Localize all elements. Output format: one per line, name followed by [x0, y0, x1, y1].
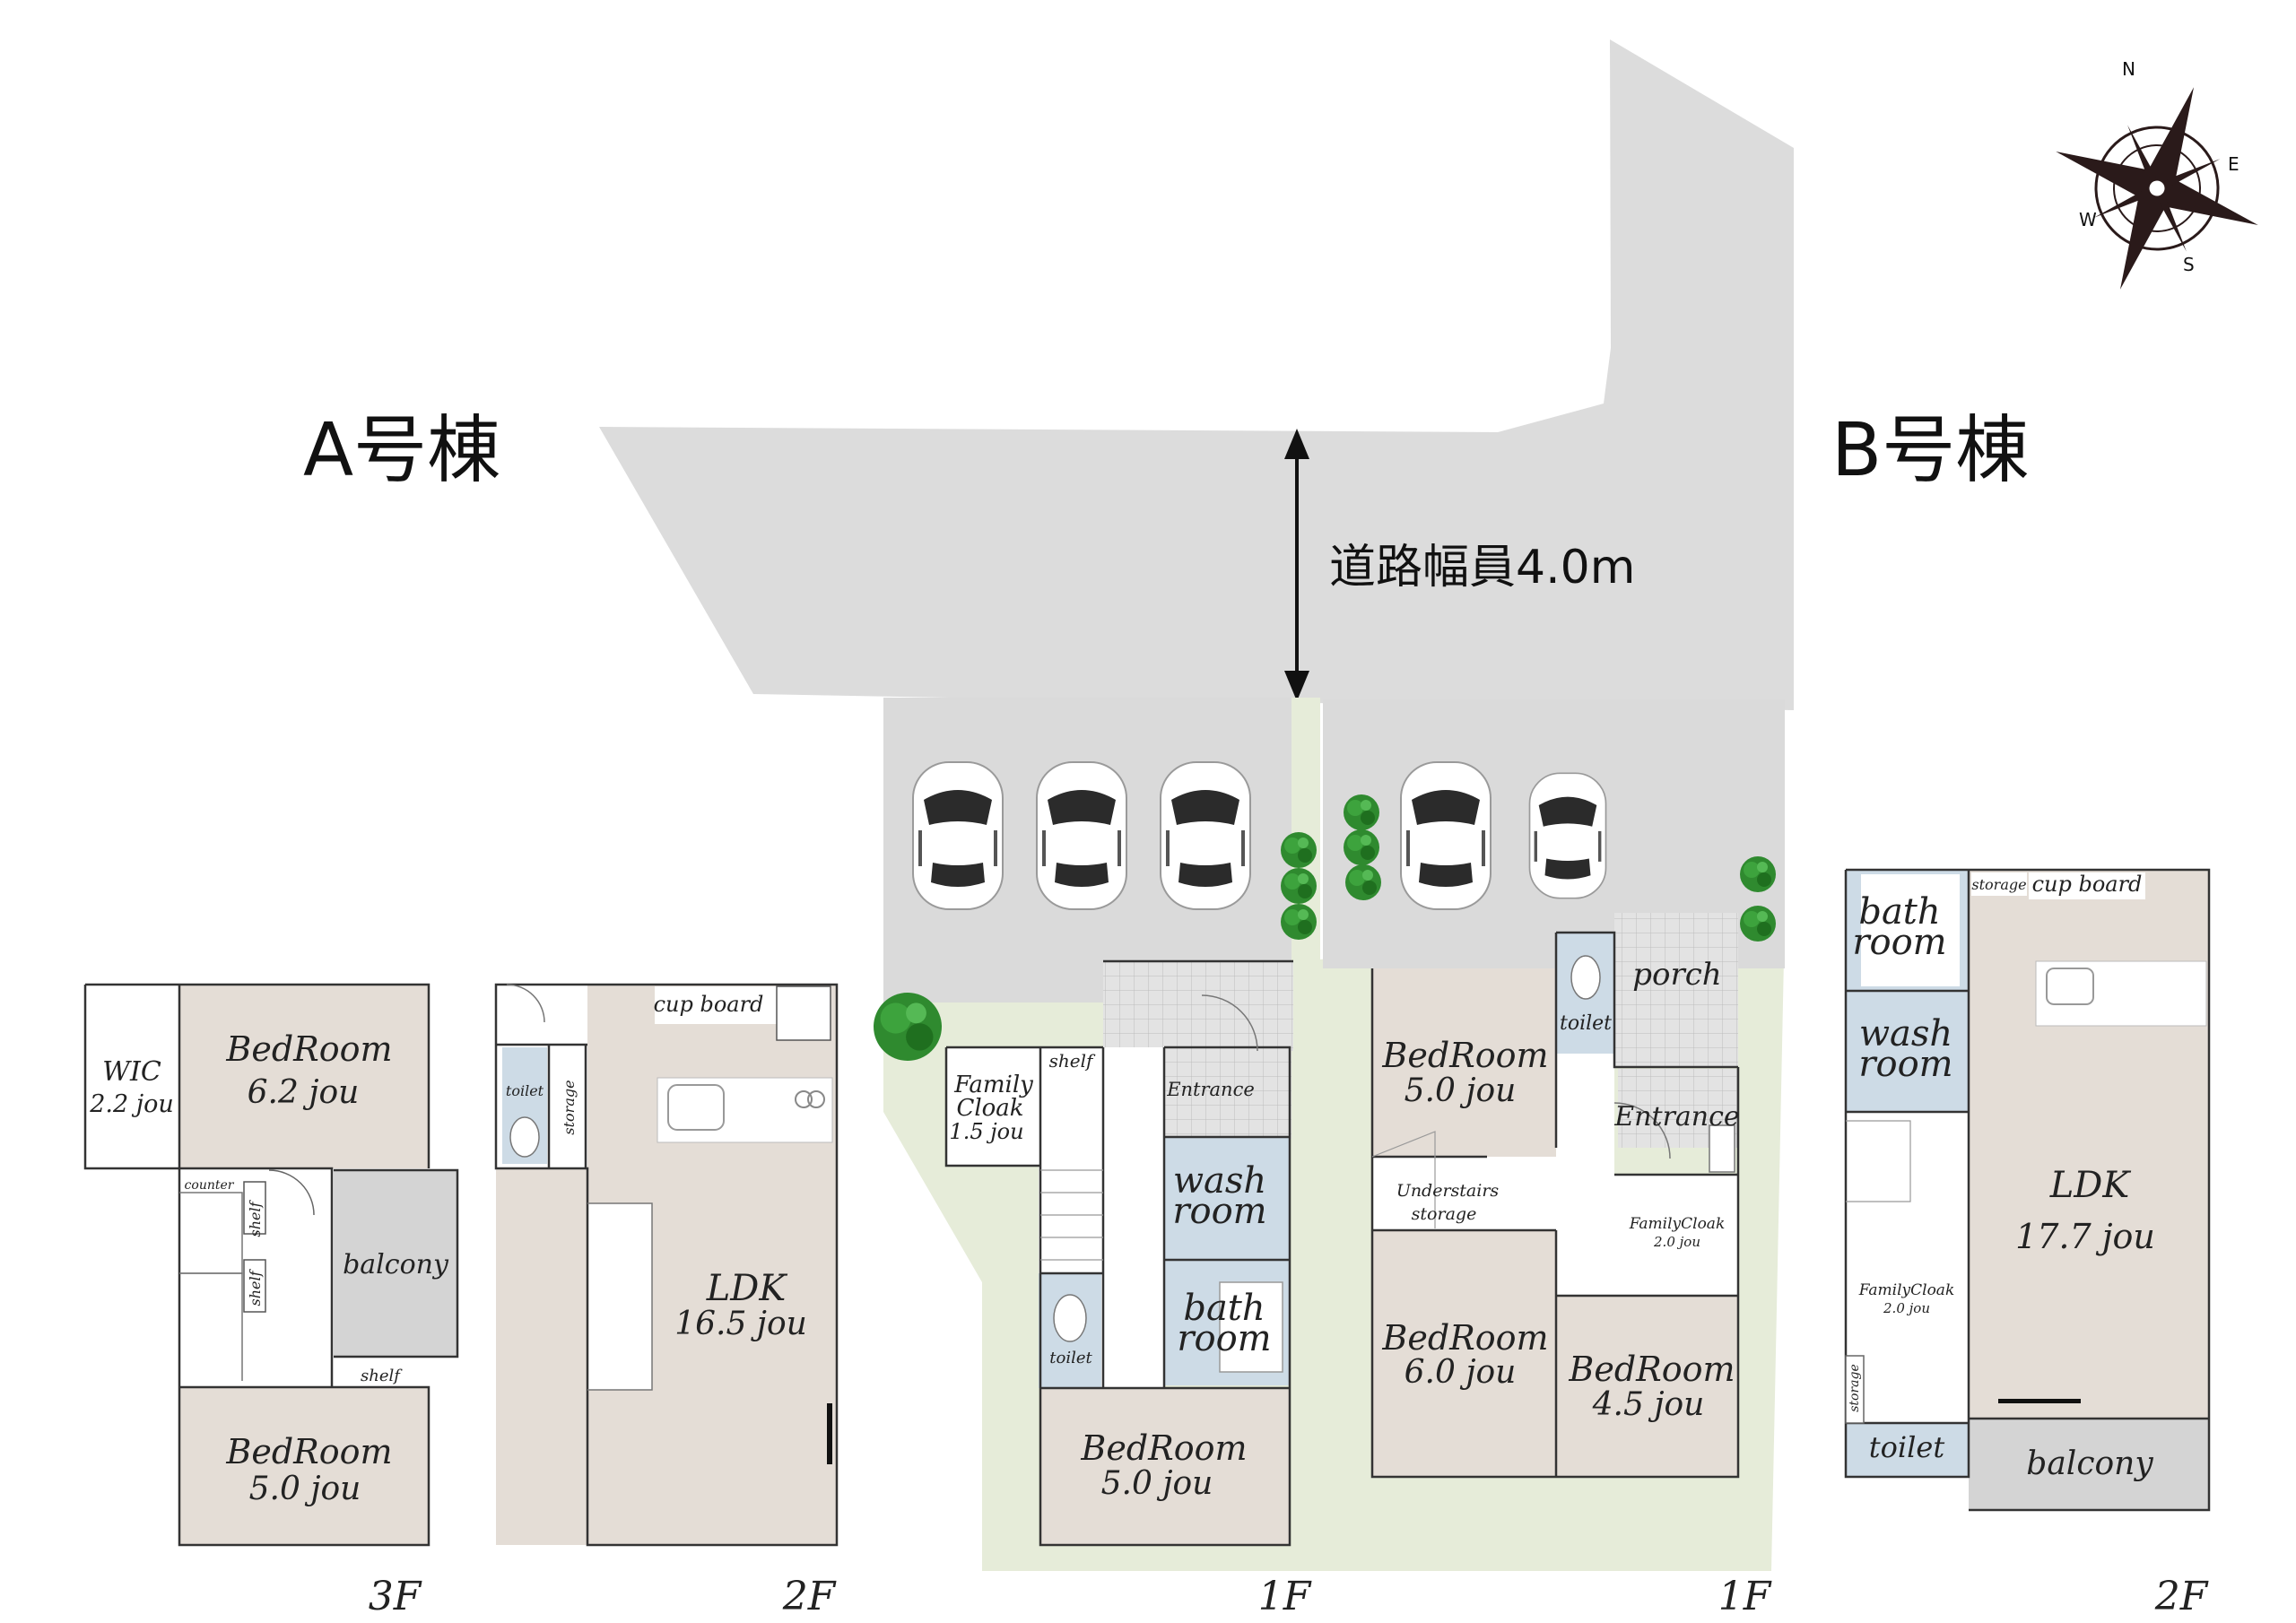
b1f-familycloak-size: 2.0 jou: [1653, 1234, 1700, 1250]
b1f-bedroom1-label: BedRoom: [1381, 1036, 1548, 1075]
road-width-arrow: [1284, 429, 1309, 701]
a1f-shelf-label: shelf: [1049, 1050, 1096, 1072]
green-strip: [1292, 698, 1320, 1571]
a1f-entrance-label: Entrance: [1166, 1079, 1255, 1100]
b1f-entrance-label: Entrance: [1613, 1101, 1739, 1133]
compass-w: W: [2079, 209, 2097, 230]
compass-s: S: [2183, 254, 2195, 275]
b2f-toilet-label: toilet: [1869, 1430, 1945, 1464]
tree-4: [1344, 794, 1379, 830]
b1f-bedroom3-label: BedRoom: [1568, 1350, 1735, 1389]
road-area: [599, 39, 1794, 710]
tree-5: [1344, 829, 1379, 865]
a1f-cloak-label: Cloak: [956, 1095, 1023, 1122]
car-4: [1400, 761, 1492, 910]
a1f-bath-label: bath: [1183, 1288, 1265, 1329]
b2f-bath-room-label: room: [1852, 922, 1946, 963]
b1f-familycloak-label: FamilyCloak: [1629, 1215, 1726, 1233]
a3f-balcony-label: balcony: [343, 1249, 449, 1280]
b1f-bedroom2-size: 6.0 jou: [1405, 1354, 1517, 1391]
car-1: [912, 761, 1004, 910]
a1f-floor-label: 1F: [1258, 1574, 1312, 1619]
b2f-ldk-size: 17.7 jou: [2015, 1217, 2155, 1256]
b1f-bedroom2-label: BedRoom: [1381, 1318, 1548, 1358]
a2f-floor-label: 2F: [782, 1574, 837, 1619]
b1f-bedroom1-size: 5.0 jou: [1405, 1072, 1517, 1109]
tree-8: [1740, 906, 1776, 942]
a3f-shelf2-label: shelf: [247, 1268, 264, 1306]
a1f-bedroom-size: 5.0 jou: [1101, 1465, 1213, 1502]
a1f-wash-label: wash: [1173, 1160, 1266, 1202]
a3f-shelf1-label: shelf: [247, 1199, 264, 1237]
road-width-label: 道路幅員4.0m: [1329, 541, 1635, 595]
a2f-ldk-label: LDK: [706, 1268, 788, 1309]
a3f-bedroom2-size: 5.0 jou: [249, 1471, 361, 1507]
a3f-bedroom1-label: BedRoom: [225, 1029, 392, 1069]
b1f-bedroom3-size: 4.5 jou: [1592, 1386, 1705, 1423]
b1f-understairs-label: Understairs: [1396, 1181, 1500, 1201]
car-2: [1036, 761, 1127, 910]
tree-2: [1281, 868, 1317, 904]
tree-9: [874, 993, 942, 1061]
car-5: [1528, 772, 1607, 899]
plan-a-1f: [944, 959, 1293, 1547]
tree-3: [1281, 904, 1317, 940]
plan-a-3f: [83, 983, 459, 1547]
a1f-wash-room-label: room: [1172, 1191, 1266, 1232]
a2f-storage-label: storage: [561, 1080, 578, 1134]
b2f-ldk-label: LDK: [2049, 1165, 2132, 1206]
a2f-cupboard-label: cup board: [654, 992, 764, 1017]
b1f-porch-label: porch: [1632, 957, 1721, 993]
a1f-family-label: Family: [953, 1072, 1033, 1098]
b2f-familycloak-label: FamilyCloak: [1858, 1281, 1955, 1299]
b1f-toilet-label: toilet: [1560, 1012, 1612, 1035]
b2f-bath-label: bath: [1858, 891, 1940, 933]
b2f-floor-label: 2F: [2154, 1574, 2209, 1619]
a1f-bath-room-label: room: [1177, 1318, 1271, 1359]
a3f-counter-label: counter: [185, 1178, 235, 1193]
b2f-storage-label: storage: [1971, 876, 2026, 893]
compass-e: E: [2228, 153, 2239, 175]
tree-7: [1740, 856, 1776, 892]
a2f-ldk-size: 16.5 jou: [674, 1306, 807, 1342]
a2f-toilet-label: toilet: [506, 1082, 544, 1099]
b1f-floor-label: 1F: [1718, 1574, 1772, 1619]
compass-icon: [2056, 87, 2258, 290]
b2f-wash-label: wash: [1859, 1013, 1952, 1055]
a1f-bedroom-label: BedRoom: [1080, 1428, 1247, 1468]
plan-b-2f: [1844, 868, 2211, 1512]
a3f-wic-label: WIC: [102, 1056, 161, 1088]
building-a-label: A号棟: [303, 408, 500, 493]
a1f-cloak-size: 1.5 jou: [949, 1119, 1023, 1144]
a3f-floor-label: 3F: [369, 1574, 422, 1619]
compass-n: N: [2122, 58, 2135, 80]
a3f-bedroom2-label: BedRoom: [225, 1432, 392, 1471]
a1f-toilet-label: toilet: [1049, 1349, 1092, 1367]
tree-6: [1345, 864, 1381, 900]
a3f-shelf3-label: shelf: [361, 1367, 403, 1385]
b2f-storage2-label: storage: [1848, 1364, 1862, 1412]
plan-a-2f: [494, 983, 839, 1547]
plan-b-1f: [1370, 913, 1740, 1479]
b2f-wash-room-label: room: [1858, 1044, 1952, 1085]
a3f-bedroom1-size: 6.2 jou: [248, 1074, 360, 1111]
building-b-label: B号棟: [1831, 408, 2029, 493]
car-3: [1160, 761, 1251, 910]
tree-1: [1281, 832, 1317, 868]
a3f-wic-size: 2.2 jou: [89, 1090, 174, 1118]
b2f-balcony-label: balcony: [2026, 1445, 2153, 1482]
b2f-familycloak-size: 2.0 jou: [1883, 1300, 1930, 1316]
b1f-understairs-storage-label: storage: [1412, 1204, 1477, 1224]
b2f-cupboard-label: cup board: [2032, 872, 2143, 897]
